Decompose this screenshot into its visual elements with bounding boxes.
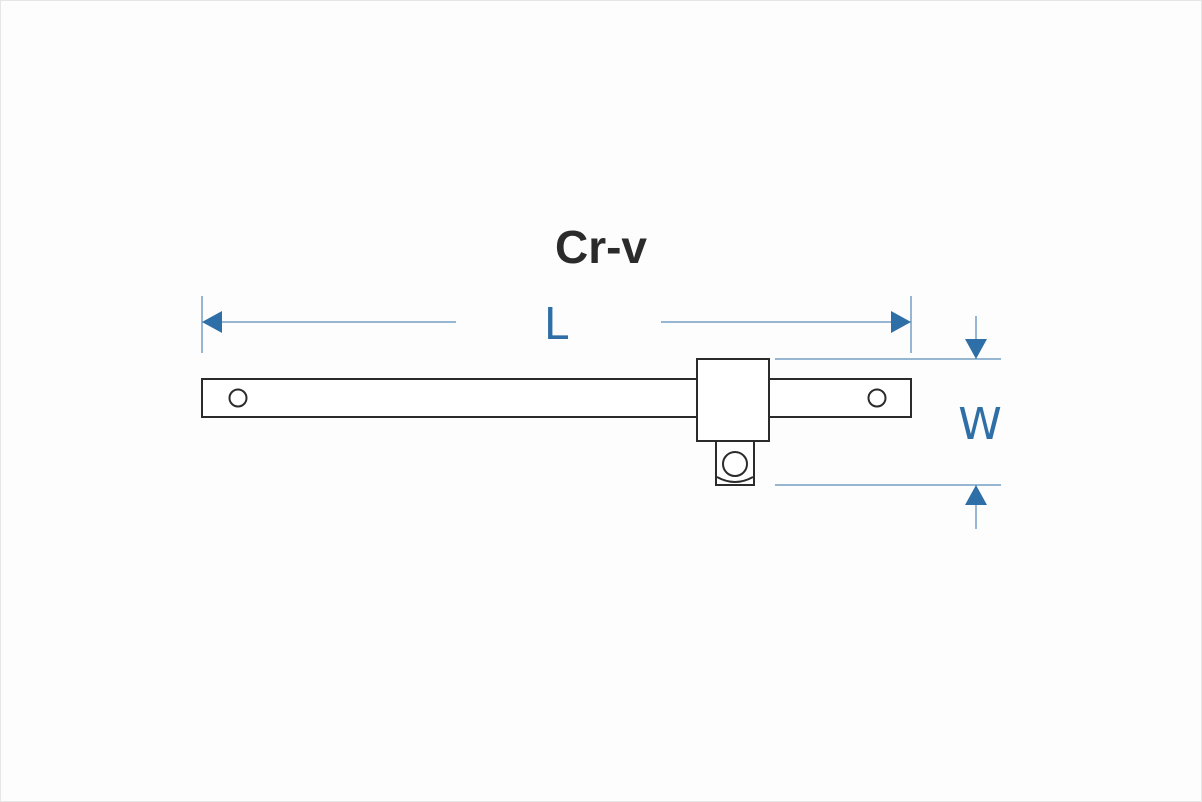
t-handle-outline — [201, 358, 912, 486]
material-title: Cr-v — [555, 221, 647, 273]
arrow-down-icon — [965, 339, 987, 359]
arrow-left-icon — [202, 311, 222, 333]
length-dimension — [201, 296, 912, 353]
arrow-right-icon — [891, 311, 911, 333]
width-dimension — [775, 316, 1001, 529]
hole-right — [867, 388, 887, 408]
handle-bar — [201, 378, 912, 418]
drive-ball — [722, 451, 748, 477]
hole-left — [228, 388, 248, 408]
sliding-head — [696, 358, 770, 442]
drive-curve — [716, 476, 754, 483]
length-label: L — [544, 299, 569, 350]
arrow-up-icon — [965, 485, 987, 505]
width-label: W — [958, 399, 1002, 450]
